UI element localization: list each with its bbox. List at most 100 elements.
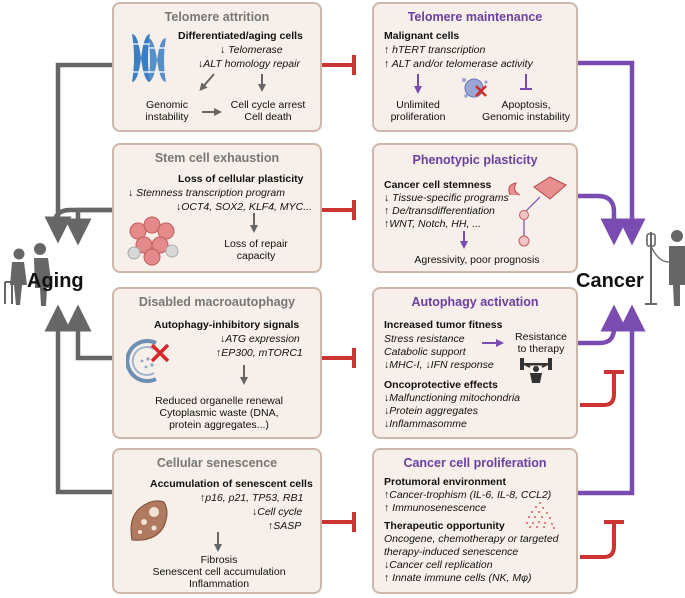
inhibitor-senescence xyxy=(322,512,356,532)
panel-telomere-attrition: Telomere attrition Differentiated/aging … xyxy=(112,2,322,132)
text-line: Loss of repair xyxy=(224,238,288,250)
panel-heading: Oncoprotective effects xyxy=(384,379,498,391)
autophagosome-icon xyxy=(126,339,170,383)
arrow-plasticity-to-cancer xyxy=(578,193,628,246)
text-line: Cell cycle arrest xyxy=(230,99,306,111)
panel-heading: Autophagy-inhibitory signals xyxy=(154,319,300,331)
cancer-label: Cancer xyxy=(576,270,644,292)
text-line: Oncogene, chemotherapy or targeted xyxy=(384,533,559,545)
panel-arrows xyxy=(214,532,222,552)
arrow-stem-to-aging xyxy=(64,207,112,246)
cytokine-dots-icon xyxy=(526,502,555,529)
inhibitor-cancer-proliferation xyxy=(580,520,624,559)
panel-stem-cell-exhaustion: Stem cell exhaustion Loss of cellular pl… xyxy=(112,143,322,273)
text-line: ↓Protein aggregates xyxy=(384,405,478,417)
weightlifter-icon xyxy=(520,358,552,383)
panel-heading: Protumoral environment xyxy=(384,476,506,488)
arrow-autophagy-to-cancer xyxy=(578,304,628,346)
panel-arrows xyxy=(240,365,248,385)
panel-title: Telomere attrition xyxy=(164,10,270,24)
text-line: ↓MHC-I, ↓IFN response xyxy=(384,359,494,371)
text-line: ↑WNT, Notch, HH, ... xyxy=(384,218,482,230)
panel-heading: Therapeutic opportunity xyxy=(384,520,505,532)
text-line: Genomic xyxy=(145,99,188,111)
text-line: protein aggregates...) xyxy=(169,419,269,431)
panel-heading: Malignant cells xyxy=(384,30,460,42)
panel-cancer-cell-proliferation: Cancer cell proliferation Protumoral env… xyxy=(372,448,578,594)
text-line: instability xyxy=(145,111,189,123)
text-line: Catabolic support xyxy=(384,346,466,358)
text-line: Fibrosis xyxy=(200,554,238,566)
text-line: ↑SASP xyxy=(268,520,302,532)
panel-arrows xyxy=(414,74,532,98)
panel-heading: Loss of cellular plasticity xyxy=(178,173,304,185)
text-line: ↓Malfunctioning mitochondria xyxy=(384,392,520,404)
panel-heading: Increased tumor fitness xyxy=(384,319,503,331)
apoptosis-inhibitor xyxy=(520,74,532,90)
inhibitor-telomere xyxy=(322,55,356,75)
panel-title: Stem cell exhaustion xyxy=(154,151,280,165)
text-line: ↑Cancer-trophism (IL-6, IL-8, CCL2) xyxy=(384,489,552,501)
panel-disabled-macroautophagy: Disabled macroautophagy Autophagy-inhibi… xyxy=(112,287,322,439)
text-line: ↓ATG expression xyxy=(220,333,300,345)
text-line: Inflammation xyxy=(188,578,250,590)
text-line: ↑EP300, mTORC1 xyxy=(216,347,303,359)
text-line: ↓Cancer cell replication xyxy=(384,559,493,571)
aging-people-icon xyxy=(4,243,52,306)
inhibitor-cancer-autophagy xyxy=(580,370,624,407)
panel-phenotypic-plasticity: Phenotypic plasticity Cancer cell stemne… xyxy=(372,143,578,273)
panel-telomere-maintenance: Telomere maintenance Malignant cells ↑ h… xyxy=(372,2,578,132)
text-line: ↓OCT4, SOX2, KLF4, MYC... xyxy=(176,201,312,213)
text-line: Agressivity, poor prognosis xyxy=(414,254,540,266)
text-line: Cell death xyxy=(244,111,292,123)
cell-cluster-icon xyxy=(127,216,179,266)
text-line: Reduced organelle renewal xyxy=(155,395,283,407)
panel-heading: Differentiated/aging cells xyxy=(178,30,303,42)
text-line: ↑ ALT and/or telomerase activity xyxy=(384,58,533,70)
panel-arrows xyxy=(460,176,567,249)
panel-arrows xyxy=(482,339,552,383)
text-line: proliferation xyxy=(390,111,446,123)
panel-heading: Accumulation of senescent cells xyxy=(150,478,313,490)
text-line: ↑ Innate immune cells (NK, Mφ) xyxy=(384,572,532,584)
arrow-autophagy-to-aging xyxy=(64,304,112,361)
text-line: Resistance xyxy=(515,331,567,343)
chromosome-icon xyxy=(132,34,166,82)
arrow-senescence-to-aging xyxy=(44,304,112,495)
panel-title: Cellular senescence xyxy=(156,456,278,470)
arrow-telomere-to-cancer xyxy=(578,60,646,246)
text-line: capacity xyxy=(236,250,276,262)
differentiating-cells-icon xyxy=(508,176,567,247)
cancer-patient-icon xyxy=(645,230,685,306)
panel-heading: Cancer cell stemness xyxy=(384,179,492,191)
panel-title: Phenotypic plasticity xyxy=(412,153,538,167)
text-line: Genomic instability xyxy=(481,111,571,123)
aging-label: Aging xyxy=(27,270,84,292)
arrow-stem-to-aging-2 xyxy=(51,207,112,232)
inhibitor-stem xyxy=(322,200,356,220)
text-line: ↑p16, p21, TP53, RB1 xyxy=(200,492,304,504)
inhibitor-autophagy xyxy=(322,348,356,368)
arrow-proliferation-to-cancer xyxy=(578,304,646,496)
panel-title: Cancer cell proliferation xyxy=(403,456,547,470)
panel-title: Telomere maintenance xyxy=(407,10,543,24)
panel-title: Disabled macroautophagy xyxy=(138,295,296,309)
dying-cell-icon xyxy=(462,78,488,98)
text-line: Cytoplasmic waste (DNA, xyxy=(159,407,279,419)
text-line: Unlimited xyxy=(396,99,440,111)
text-line: ↓ALT homology repair xyxy=(198,58,300,70)
arrow-telomere-to-aging xyxy=(44,62,112,244)
text-line: to therapy xyxy=(517,343,565,355)
text-line: therapy-induced senescence xyxy=(384,546,519,558)
text-line: ↑ hTERT transcription xyxy=(384,44,486,56)
text-line: ↓Inflammasomme xyxy=(384,418,467,430)
text-line: Apoptosis, xyxy=(501,99,551,111)
text-line: ↑ Immunosenescence xyxy=(384,502,487,514)
panel-arrows xyxy=(199,73,266,116)
text-line: ↑ De/transdifferentiation xyxy=(384,205,495,217)
text-line: ↓Cell cycle xyxy=(252,506,303,518)
text-line: ↓ Telomerase xyxy=(220,44,283,56)
panel-title: Autophagy activation xyxy=(411,295,539,309)
panel-autophagy-activation: Autophagy activation Increased tumor fit… xyxy=(372,287,578,439)
